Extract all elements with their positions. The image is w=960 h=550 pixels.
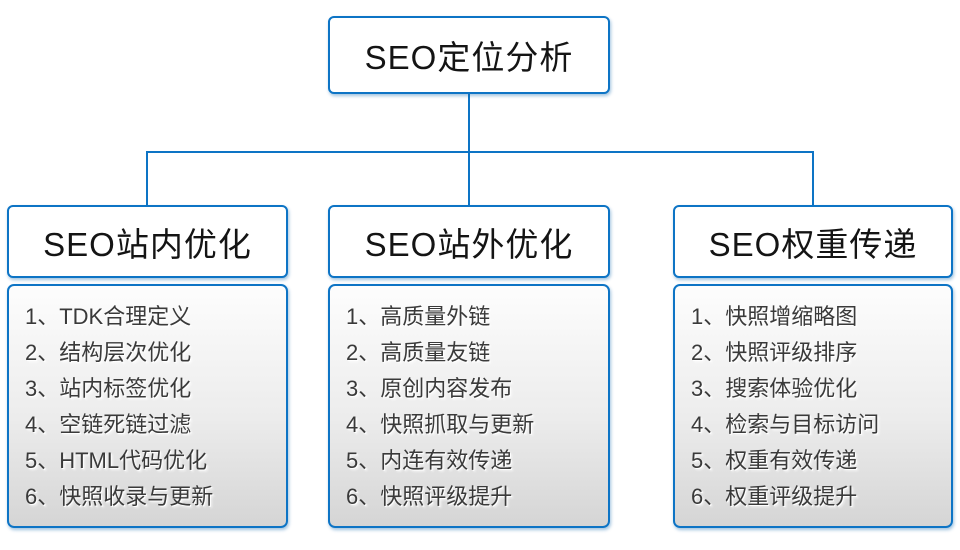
list-item: 2、高质量友链 — [346, 340, 491, 365]
list-item: 4、空链死链过滤 — [25, 412, 192, 437]
list-item: 5、内连有效传递 — [346, 448, 513, 473]
list-item: 2、快照评级排序 — [691, 340, 858, 365]
list-item: 1、快照增缩略图 — [691, 304, 858, 329]
connector-crossbar — [146, 151, 814, 153]
list-item: 2、结构层次优化 — [25, 340, 192, 365]
list-item: 1、高质量外链 — [346, 304, 491, 329]
branch-header-offsite: SEO站外优化 — [328, 205, 610, 278]
list-item: 6、快照收录与更新 — [25, 484, 214, 509]
branch-panel-offsite: 1、高质量外链 2、高质量友链 3、原创内容发布 4、快照抓取与更新 5、内连有… — [328, 284, 610, 528]
branch-header-offsite-label: SEO站外优化 — [364, 225, 574, 263]
branch-header-onsite-label: SEO站内优化 — [43, 225, 252, 263]
list-item: 4、快照抓取与更新 — [346, 412, 535, 437]
list-item: 5、HTML代码优化 — [25, 448, 208, 473]
list-item: 4、检索与目标访问 — [691, 412, 880, 437]
branch-panel-weight: 1、快照增缩略图 2、快照评级排序 3、搜索体验优化 4、检索与目标访问 5、权… — [673, 284, 953, 528]
list-item: 3、原创内容发布 — [346, 376, 513, 401]
branch-header-weight: SEO权重传递 — [673, 205, 953, 278]
branch-panel-onsite: 1、TDK合理定义 2、结构层次优化 3、站内标签优化 4、空链死链过滤 5、H… — [7, 284, 288, 528]
list-item: 6、权重评级提升 — [691, 484, 858, 509]
connector-drop-center — [468, 151, 470, 206]
list-item: 6、快照评级提升 — [346, 484, 513, 509]
root-node-label: SEO定位分析 — [364, 39, 574, 76]
list-item: 5、权重有效传递 — [691, 448, 858, 473]
root-node: SEO定位分析 — [328, 16, 610, 94]
connector-drop-left — [146, 151, 148, 206]
list-item: 3、站内标签优化 — [25, 376, 192, 401]
connector-root-stem — [468, 94, 470, 152]
connector-drop-right — [812, 151, 814, 206]
branch-header-weight-label: SEO权重传递 — [708, 225, 918, 263]
list-item: 3、搜索体验优化 — [691, 376, 858, 401]
branch-header-onsite: SEO站内优化 — [7, 205, 288, 278]
list-item: 1、TDK合理定义 — [25, 304, 192, 329]
